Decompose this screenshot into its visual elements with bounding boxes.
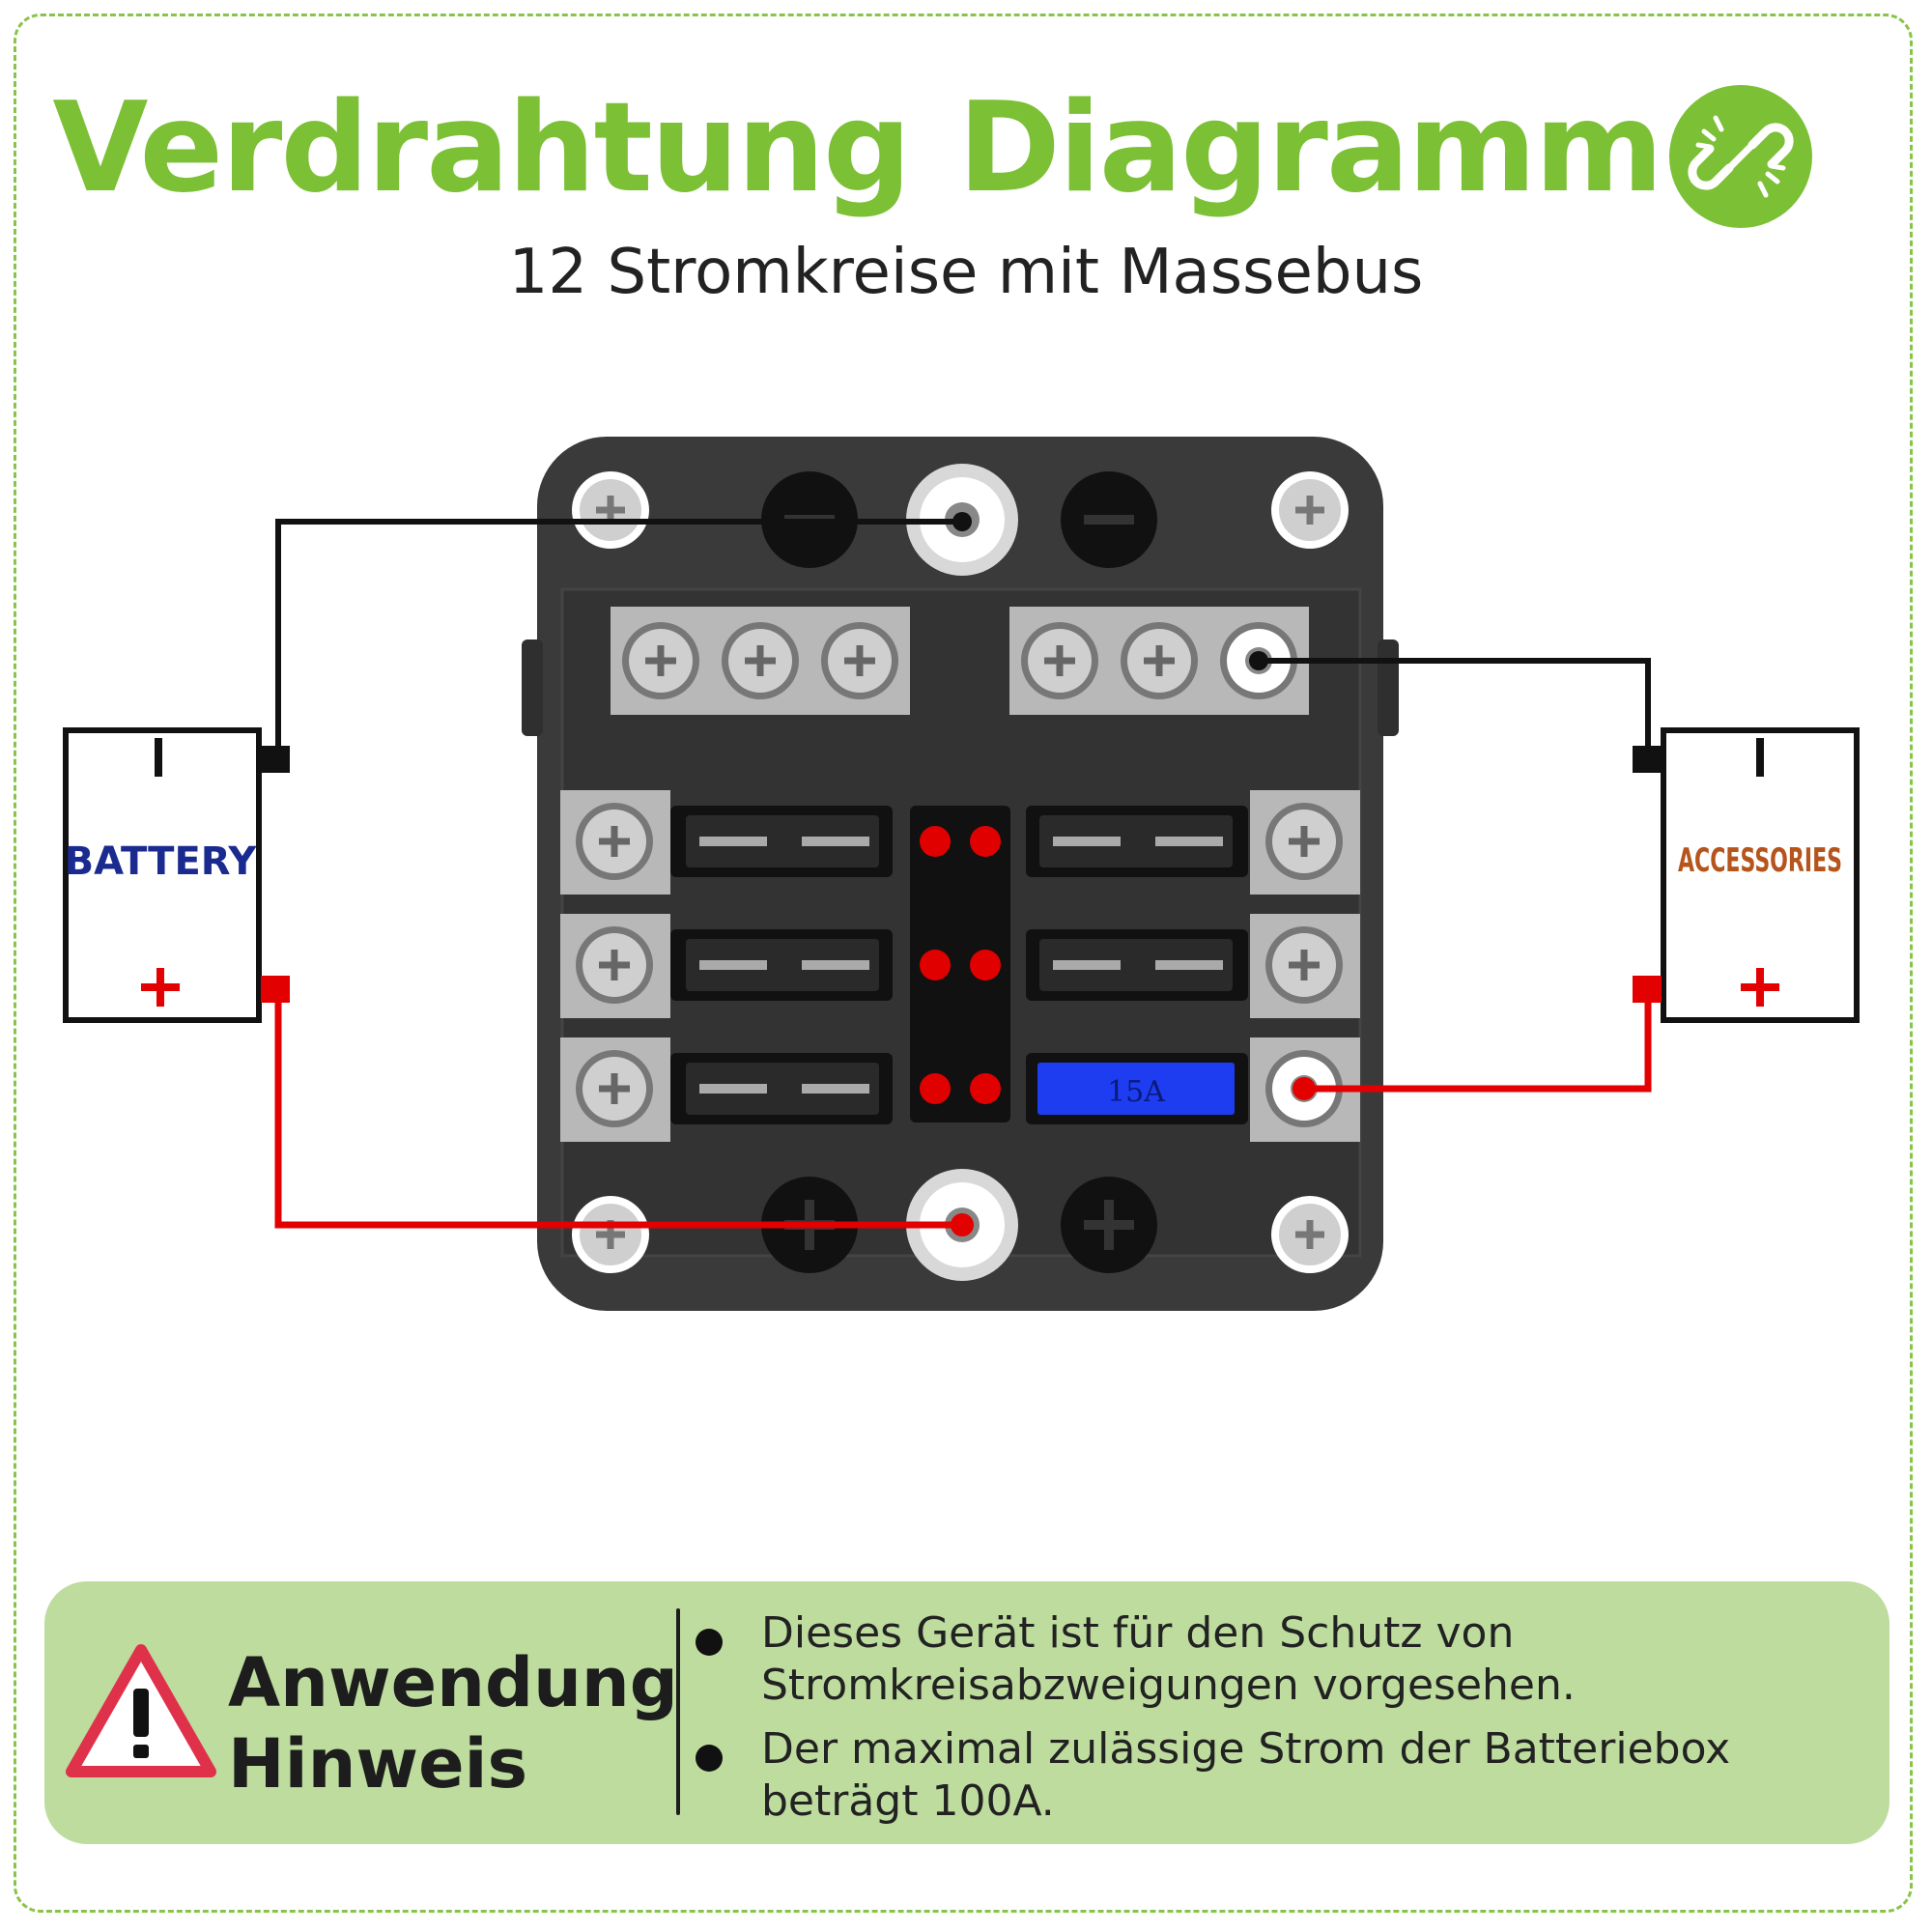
wires xyxy=(274,519,1652,1229)
note-divider xyxy=(676,1608,680,1815)
fuse-wire-endpoint xyxy=(1293,1077,1316,1100)
note-item-text: Dieses Gerät ist für den Schutz von Stro… xyxy=(761,1608,1576,1710)
page-subtitle: 12 Stromkreise mit Massebus xyxy=(508,237,1424,308)
fuse-slot-left-1 xyxy=(560,790,893,895)
positive-wire-endpoint xyxy=(951,1213,974,1236)
note-title: Anwendung Hinweis xyxy=(228,1642,678,1804)
battery-plus-mark xyxy=(141,968,180,1007)
mounting-screws xyxy=(572,471,1349,1273)
note-item: Der maximal zulässige Strom der Batterie… xyxy=(696,1723,1855,1828)
fuse-slot-left-2 xyxy=(560,914,893,1018)
note-title-line-2: Hinweis xyxy=(228,1724,528,1804)
fuse-slot-left-3 xyxy=(560,1037,893,1142)
accessories-positive-wire xyxy=(1304,989,1652,1093)
note-item-text: Der maximal zulässige Strom der Batterie… xyxy=(761,1724,1731,1826)
note-item: Dieses Gerät ist für den Schutz von Stro… xyxy=(696,1607,1855,1712)
title-word-2: Diagramm xyxy=(957,76,1663,220)
fuse-rows: 15A xyxy=(560,790,1360,1142)
fuse-slot-right-1 xyxy=(1026,790,1360,895)
accessories-negative-wire xyxy=(1259,658,1651,759)
battery-negative-wire xyxy=(275,519,962,759)
battery-minus-mark xyxy=(155,738,162,777)
fuse-slot-right-2 xyxy=(1026,914,1360,1018)
ground-bus-bar-left xyxy=(611,607,910,715)
title-word-1: Verdrahtung xyxy=(52,76,911,220)
usage-note-panel xyxy=(44,1581,1889,1844)
fuse-label: 15A xyxy=(1107,1075,1165,1109)
battery-positive-wire xyxy=(274,989,962,1229)
chain-link-icon xyxy=(1669,85,1812,228)
accessories-plus-mark xyxy=(1741,968,1779,1007)
warning-icon xyxy=(66,1644,216,1777)
ground-wire-endpoint xyxy=(1249,651,1268,670)
page-frame xyxy=(14,14,1913,1913)
battery-label: BATTERY xyxy=(65,839,258,884)
accessories-label: ACCESSORIES xyxy=(1678,841,1842,880)
blue-fuse xyxy=(1037,1063,1235,1115)
battery: BATTERY xyxy=(63,727,290,1023)
led-indicator-strip xyxy=(910,806,1010,1122)
bullet-icon xyxy=(696,1745,723,1772)
accessories-minus-mark xyxy=(1756,738,1764,777)
note-title-line-1: Anwendung xyxy=(228,1643,678,1722)
accessories: ACCESSORIES xyxy=(1633,727,1860,1023)
bullet-icon xyxy=(696,1629,723,1656)
note-list: Dieses Gerät ist für den Schutz von Stro… xyxy=(696,1607,1855,1839)
negative-wire-endpoint xyxy=(952,512,972,531)
